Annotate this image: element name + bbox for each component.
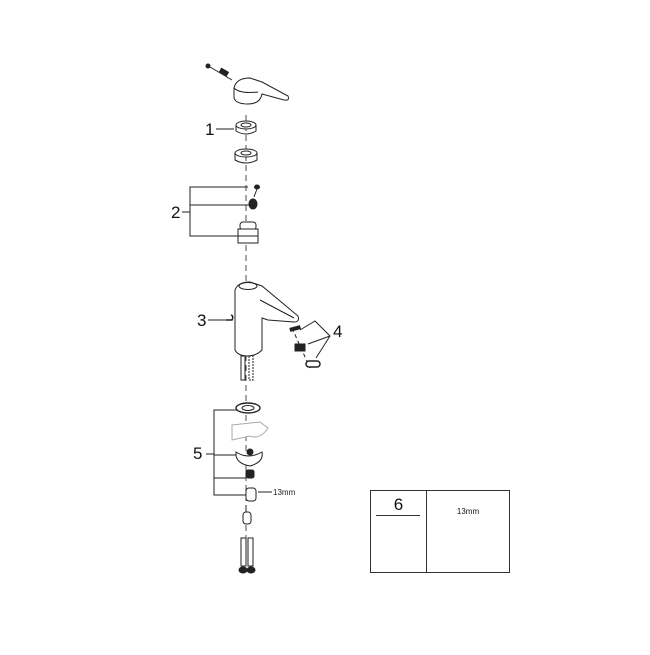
cartridge-icon: [237, 221, 259, 244]
cap-ring-icon: [235, 120, 257, 135]
callout-2: 2: [171, 203, 181, 222]
tool-cell-special-tool: 6: [371, 491, 427, 572]
callout-5: 5: [193, 444, 203, 463]
callout-1: 1: [205, 120, 215, 139]
nut-icon: [234, 148, 258, 164]
faucet-body-icon: [234, 281, 299, 381]
tool-size-label: 13mm: [456, 507, 480, 516]
tool-box: 6 13mm: [370, 490, 510, 573]
callout-3: 3: [197, 311, 207, 330]
tool-number: 6: [393, 495, 404, 514]
dimension-label: 13mm: [273, 488, 296, 497]
lever-handle-icon: [205, 63, 289, 105]
callout-4: 4: [333, 322, 343, 341]
tool-cell-socket: 13mm: [427, 491, 509, 572]
tool-divider: [376, 515, 420, 516]
